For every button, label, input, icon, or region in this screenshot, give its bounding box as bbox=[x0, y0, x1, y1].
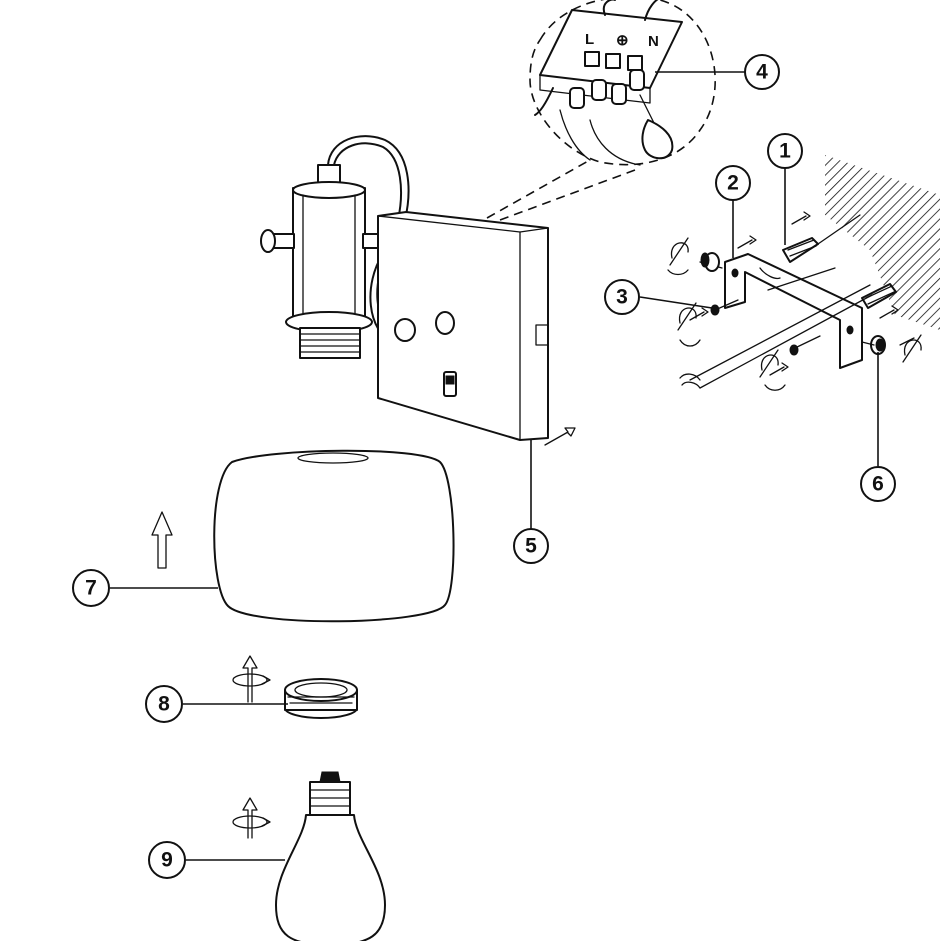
leader-lines bbox=[110, 71, 879, 861]
callout-7: 7 bbox=[72, 569, 110, 607]
callout-9: 9 bbox=[148, 841, 186, 879]
svg-text:7: 7 bbox=[85, 577, 97, 600]
terminal-screws bbox=[569, 51, 645, 109]
svg-text:4: 4 bbox=[756, 61, 768, 84]
rotate-arrow-icon bbox=[232, 797, 271, 839]
wall-plug bbox=[782, 214, 861, 263]
terminal-detail-view: L ⊕ N bbox=[486, 0, 716, 221]
light-bulb bbox=[232, 771, 386, 941]
svg-text:5: 5 bbox=[525, 535, 537, 558]
svg-text:1: 1 bbox=[779, 140, 791, 163]
push-arrow-icon bbox=[689, 211, 915, 376]
callout-8: 8 bbox=[145, 685, 183, 723]
mounting-bracket-assembly bbox=[667, 211, 922, 391]
callout-5: 5 bbox=[513, 528, 549, 564]
terminal-label-l: L bbox=[585, 31, 594, 48]
callout-3: 3 bbox=[604, 279, 640, 315]
svg-text:6: 6 bbox=[872, 473, 884, 496]
rotate-arrow-icon bbox=[667, 237, 922, 391]
socket-thread bbox=[299, 333, 361, 353]
shade-ring bbox=[232, 655, 358, 719]
callout-2: 2 bbox=[715, 165, 751, 201]
svg-text:8: 8 bbox=[158, 693, 170, 716]
bracket-bolt bbox=[699, 252, 723, 272]
terminal-label-earth: ⊕ bbox=[616, 32, 629, 49]
wall-surface bbox=[825, 155, 940, 330]
callout-1: 1 bbox=[767, 133, 803, 169]
push-arrow-icon bbox=[544, 427, 576, 446]
callout-4: 4 bbox=[744, 54, 780, 90]
rotate-arrow-icon bbox=[232, 655, 271, 703]
svg-text:3: 3 bbox=[616, 286, 628, 309]
lamp-fixture bbox=[260, 135, 576, 446]
up-arrow-icon bbox=[151, 511, 173, 569]
svg-text:2: 2 bbox=[727, 172, 739, 195]
callout-6: 6 bbox=[860, 466, 896, 502]
glass-shade bbox=[151, 449, 455, 623]
svg-text:9: 9 bbox=[161, 849, 173, 872]
terminal-label-n: N bbox=[648, 33, 659, 50]
